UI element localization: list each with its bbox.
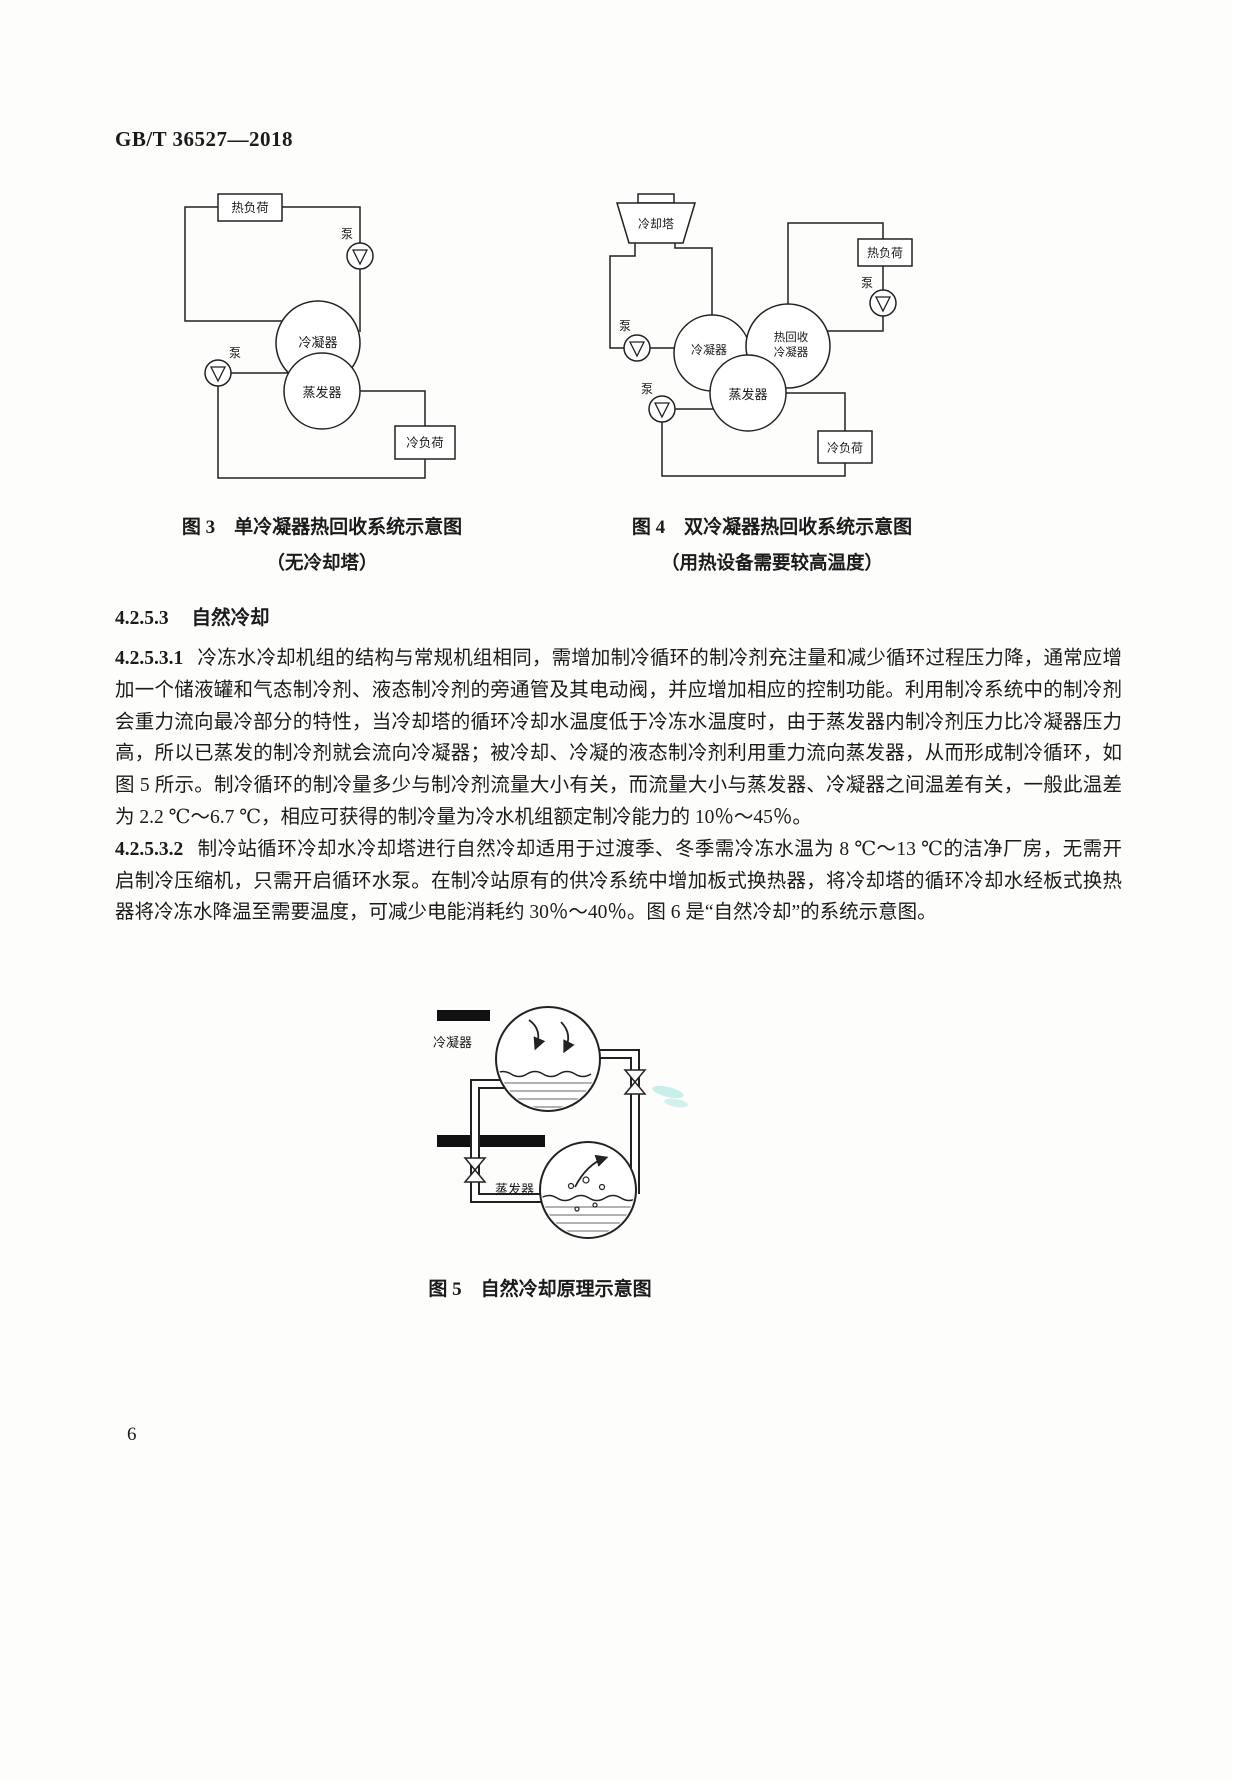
figure4-cooling-tower: 冷却塔 bbox=[615, 193, 697, 244]
wall-bar-top bbox=[437, 1010, 490, 1021]
figure3-evaporator-label: 蒸发器 bbox=[302, 385, 341, 400]
figure-5-diagram: 冷凝器 蒸发器 bbox=[425, 1002, 725, 1252]
figure4-cooling-tower-label: 冷却塔 bbox=[638, 217, 674, 231]
wall-bar-middle bbox=[437, 1135, 545, 1147]
figure5-evaporator-circle bbox=[539, 1141, 637, 1239]
figure4-heat-load-label: 热负荷 bbox=[867, 246, 903, 260]
condensing-vapor-arrows-icon bbox=[528, 1019, 575, 1054]
clause-2-number: 4.2.5.3.2 bbox=[115, 838, 184, 860]
figure-3-caption: 图 3 单冷凝器热回收系统示意图 （无冷却塔） bbox=[97, 512, 547, 575]
figure-5-caption: 图 5 自然冷却原理示意图 bbox=[315, 1274, 765, 1301]
figure-5-caption-title: 图 5 自然冷却原理示意图 bbox=[428, 1279, 652, 1300]
figure3-pump-top-icon: 泵 bbox=[341, 227, 374, 270]
figure3-pump-left-icon: 泵 bbox=[204, 346, 241, 387]
figure3-pump-top-label: 泵 bbox=[341, 227, 353, 241]
figure4-heat-recovery-label-line2: 冷凝器 bbox=[774, 345, 809, 359]
figure-4-caption-title: 图 4 双冷凝器热回收系统示意图 bbox=[631, 517, 913, 538]
figure-3-caption-title: 图 3 单冷凝器热回收系统示意图 bbox=[181, 517, 463, 538]
figure4-evaporator-label: 蒸发器 bbox=[728, 387, 767, 402]
figure4-condenser-label: 冷凝器 bbox=[691, 342, 727, 357]
figure-4-caption: 图 4 双冷凝器热回收系统示意图 （用热设备需要较高温度） bbox=[547, 512, 997, 575]
figure4-heat-load-box: 热负荷 bbox=[857, 238, 913, 267]
figure3-pipe-lines bbox=[184, 206, 426, 479]
section-title: 自然冷却 bbox=[191, 608, 270, 629]
figure3-heat-load-label: 热负荷 bbox=[231, 201, 269, 215]
figure5-evaporator-water bbox=[542, 1194, 634, 1232]
figure3-heat-load-box: 热负荷 bbox=[217, 193, 283, 222]
figure-3-diagram: 热负荷 泵 泵 冷凝器 蒸发器 冷负荷 bbox=[165, 186, 475, 486]
figure3-cooling-load-box: 冷负荷 bbox=[394, 425, 456, 460]
highlighter-artifact bbox=[664, 1098, 688, 1108]
boiling-bubbles-icon bbox=[567, 1176, 606, 1212]
figure5-condenser-circle bbox=[495, 1006, 601, 1112]
figure3-condenser-label: 冷凝器 bbox=[298, 335, 337, 350]
figure3-pump-left-label: 泵 bbox=[229, 346, 241, 360]
figure3-cooling-load-label: 冷负荷 bbox=[406, 436, 444, 450]
figure-4-caption-note: （用热设备需要较高温度） bbox=[660, 554, 883, 574]
highlighter-artifact bbox=[652, 1085, 684, 1099]
clause-1-body: 冷冻水冷却机组的结构与常规机组相同，需增加制冷循环的制冷剂充注量和减少循环过程压… bbox=[115, 648, 1122, 828]
figure4-cooling-load-label: 冷负荷 bbox=[827, 441, 863, 455]
figure4-pump-left-icon: 泵 bbox=[619, 319, 651, 362]
figure-4-svg: 冷却塔 热负荷 泵 泵 泵 冷 bbox=[609, 193, 913, 477]
figure4-pump-right-label: 泵 bbox=[861, 276, 873, 290]
clause-2-body: 制冷站循环冷却水冷却塔进行自然冷却适用于过渡季、冬季需冷冻水温为 8 ℃～13 … bbox=[115, 838, 1122, 924]
figure4-pump-left-label: 泵 bbox=[619, 319, 631, 333]
figure-3-caption-note: （无冷却塔） bbox=[266, 554, 378, 574]
figure5-pipes bbox=[470, 1049, 640, 1203]
figure-3-svg: 热负荷 泵 泵 冷凝器 蒸发器 冷负荷 bbox=[184, 193, 456, 479]
figure5-condenser-label: 冷凝器 bbox=[433, 1035, 472, 1050]
figure3-evaporator-circle bbox=[283, 352, 361, 430]
standard-number: GB/T 36527—2018 bbox=[115, 127, 294, 151]
figure5-evaporator-label: 蒸发器 bbox=[495, 1182, 534, 1197]
figure4-heat-recovery-label-line1: 热回收 bbox=[774, 330, 809, 344]
figure4-evaporator-circle bbox=[709, 354, 787, 432]
figure-4-diagram: 冷却塔 热负荷 泵 泵 泵 冷 bbox=[595, 186, 955, 486]
figure4-pipe-lines bbox=[609, 222, 884, 477]
valve-left-icon bbox=[463, 1157, 487, 1183]
page-number: 6 bbox=[127, 1424, 137, 1445]
figure-5-svg: 冷凝器 蒸发器 bbox=[433, 1006, 688, 1239]
figure4-pump-bottom-label: 泵 bbox=[641, 382, 653, 396]
figure4-cooling-load-box: 冷负荷 bbox=[817, 430, 873, 464]
evaporating-vapor-arrow-icon bbox=[574, 1154, 609, 1188]
clause-1-number: 4.2.5.3.1 bbox=[115, 648, 184, 669]
figure4-pump-right-icon: 泵 bbox=[861, 276, 897, 317]
section-number: 4.2.5.3 bbox=[115, 608, 169, 629]
section-heading: 4.2.5.3 自然冷却 bbox=[115, 601, 270, 630]
valve-right-icon bbox=[623, 1069, 647, 1095]
figure4-pump-bottom-icon: 泵 bbox=[641, 382, 676, 423]
